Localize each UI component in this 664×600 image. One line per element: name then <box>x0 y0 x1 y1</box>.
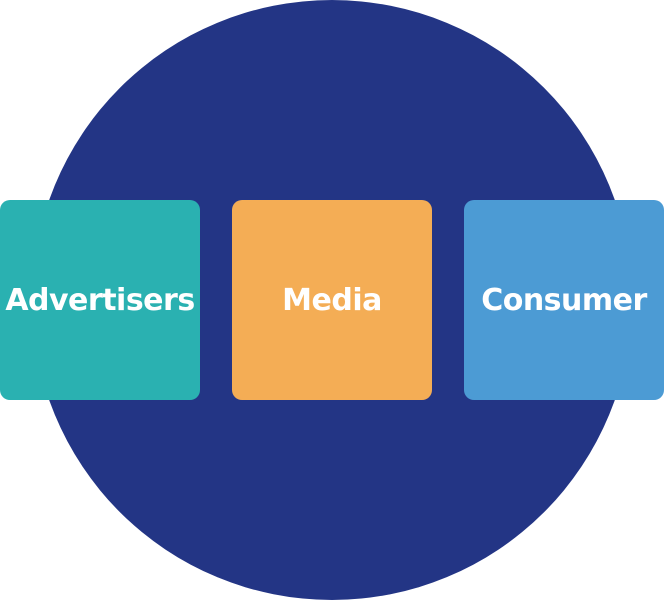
advertisers-box: Advertisers <box>0 200 200 400</box>
consumer-box: Consumer <box>464 200 664 400</box>
media-label: Media <box>282 282 382 318</box>
consumer-label: Consumer <box>481 282 647 318</box>
media-box: Media <box>232 200 432 400</box>
advertisers-label: Advertisers <box>5 282 195 318</box>
